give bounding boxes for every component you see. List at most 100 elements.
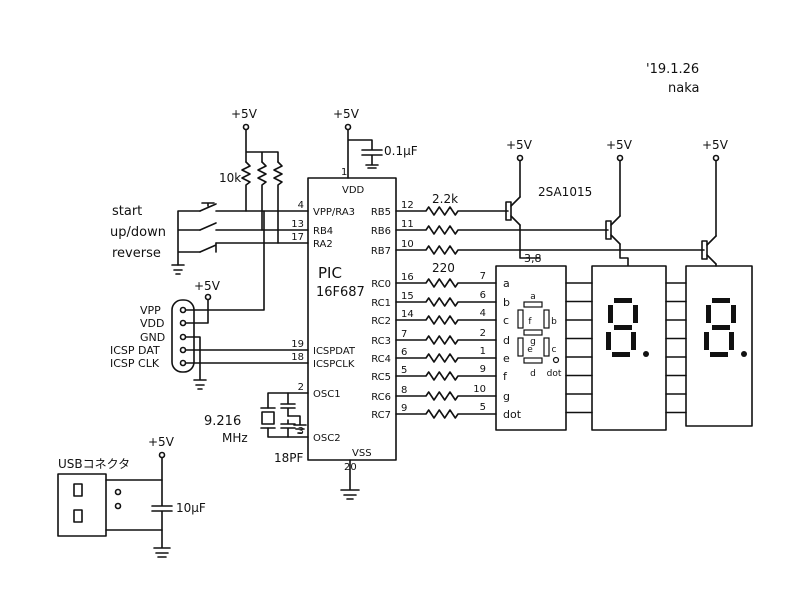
seg-f bbox=[517, 309, 524, 329]
vss-ground: 20 bbox=[340, 459, 360, 500]
transistor-base-bar bbox=[701, 240, 708, 260]
chip-left-pin-num: 19 bbox=[291, 339, 304, 350]
display-case bbox=[685, 265, 753, 427]
transistor-base-bar bbox=[505, 201, 512, 221]
base-wire bbox=[395, 225, 609, 235]
segment-wire bbox=[395, 335, 497, 345]
base-wire bbox=[395, 245, 705, 255]
author-label: naka bbox=[668, 81, 699, 96]
seg-g bbox=[614, 325, 632, 330]
seg-a bbox=[614, 298, 632, 303]
chip-right-pin-label: RC5 bbox=[371, 372, 391, 383]
chip-right-pin-label: RB7 bbox=[371, 246, 391, 257]
chip-part: 16F687 bbox=[316, 285, 365, 300]
seg-g bbox=[523, 329, 543, 336]
driver-transistors: 2.2k 2SA1015 +5V+5V+5V bbox=[395, 138, 729, 267]
pullup-supply-label: +5V bbox=[231, 107, 258, 121]
crystal-freq: 9.216 bbox=[204, 414, 241, 429]
seg-d bbox=[612, 352, 630, 357]
driver-supply-label: +5V bbox=[606, 138, 633, 152]
seg-dot bbox=[552, 356, 560, 364]
segment-letter: f bbox=[528, 317, 532, 327]
display-pin-num: 1 bbox=[480, 346, 486, 357]
seg-b bbox=[731, 305, 736, 323]
chip-right-pin-num: 15 bbox=[401, 291, 414, 302]
chip-vss-label: VSS bbox=[352, 448, 372, 459]
display-pin-num: 4 bbox=[480, 308, 486, 319]
seg-d bbox=[523, 357, 543, 364]
segment-wire bbox=[395, 371, 497, 381]
chip-right-pin-label: RC0 bbox=[371, 279, 391, 290]
chip-right-pin-label: RC3 bbox=[371, 336, 391, 347]
seg-c bbox=[729, 332, 734, 350]
display-pin-seg: b bbox=[503, 296, 510, 309]
chip-left-pin-label: ICSPDAT bbox=[313, 346, 356, 357]
segment-letter: c bbox=[552, 345, 557, 355]
chip-right-pin-num: 16 bbox=[401, 272, 414, 283]
display-pin-num: 6 bbox=[480, 290, 486, 301]
chip-right-pin-num: 14 bbox=[401, 309, 414, 320]
vdd-supply-label: +5V bbox=[333, 107, 360, 121]
collector-wire bbox=[519, 224, 541, 259]
prog-pin-icspdat: ICSP DAT bbox=[110, 344, 160, 357]
seg-e bbox=[704, 332, 709, 350]
seg-b bbox=[543, 309, 550, 329]
chip-right-pin-num: 11 bbox=[401, 219, 414, 230]
switch-start-label: start bbox=[112, 204, 142, 219]
display-pin-seg: c bbox=[503, 314, 509, 327]
chip-right-pin-label: RC4 bbox=[371, 354, 391, 365]
supply-node bbox=[516, 154, 524, 162]
usb-cap-label: 10μF bbox=[176, 501, 206, 515]
chip-left-pin-label: OSC1 bbox=[313, 389, 341, 400]
segment-letter: d bbox=[530, 369, 536, 379]
chip-left-pin-num: 18 bbox=[291, 352, 304, 363]
chip-right-pin-label: RC6 bbox=[371, 392, 391, 403]
base-wire bbox=[395, 206, 509, 216]
seg-e bbox=[517, 337, 524, 357]
chip-right-pin-num: 12 bbox=[401, 200, 414, 211]
transistor-leads bbox=[706, 235, 717, 265]
seg-dot bbox=[741, 351, 747, 357]
chip-left-pin-label: RA2 bbox=[313, 239, 333, 250]
driver-supply-label: +5V bbox=[702, 138, 729, 152]
seg-dot bbox=[643, 351, 649, 357]
supply-node bbox=[616, 154, 624, 162]
display-pin-seg: f bbox=[503, 370, 508, 383]
seg-c bbox=[631, 332, 636, 350]
seg-e bbox=[606, 332, 611, 350]
display-case bbox=[591, 265, 667, 431]
programmer-header: +5V VPP VDD GND ICSP DAT ICSP CLK bbox=[110, 210, 309, 390]
segment-wire bbox=[395, 278, 497, 288]
seg-c bbox=[543, 337, 550, 357]
seg-g bbox=[712, 325, 730, 330]
display-case bbox=[495, 265, 567, 431]
segment-wire bbox=[395, 297, 497, 307]
chip-right-pin-num: 10 bbox=[401, 239, 414, 250]
driver-supply-label: +5V bbox=[506, 138, 533, 152]
segment-letter: a bbox=[530, 292, 536, 302]
display-pin-num: 10 bbox=[473, 384, 486, 395]
chip-left-pin-label: ICSPCLK bbox=[313, 359, 355, 370]
chip-left-pins: 4VPP/RA313RB417RA219ICSPDAT18ICSPCLK2OSC… bbox=[291, 200, 356, 444]
base-res-label: 2.2k bbox=[432, 192, 458, 206]
pic-chip: PIC 16F687 VDD VSS bbox=[307, 177, 397, 461]
collector-wire bbox=[619, 243, 629, 266]
chip-right-pin-num: 7 bbox=[401, 329, 407, 340]
usb-supply-label: +5V bbox=[148, 435, 175, 449]
chip-right-pin-label: RC7 bbox=[371, 410, 391, 421]
display-pin-seg: dot bbox=[503, 408, 522, 421]
display-pin-num: 5 bbox=[480, 402, 486, 413]
crystal-unit: MHz bbox=[222, 431, 248, 445]
segment-letter: g bbox=[530, 337, 536, 347]
chip-left-pin-label: VPP/RA3 bbox=[313, 207, 355, 218]
segment-wire bbox=[395, 353, 497, 363]
pullup-res-label: 10k bbox=[219, 171, 241, 185]
chip-right-pin-label: RC1 bbox=[371, 298, 391, 309]
seg-a bbox=[523, 301, 543, 308]
seg-f bbox=[706, 305, 711, 323]
seg-f bbox=[608, 305, 613, 323]
